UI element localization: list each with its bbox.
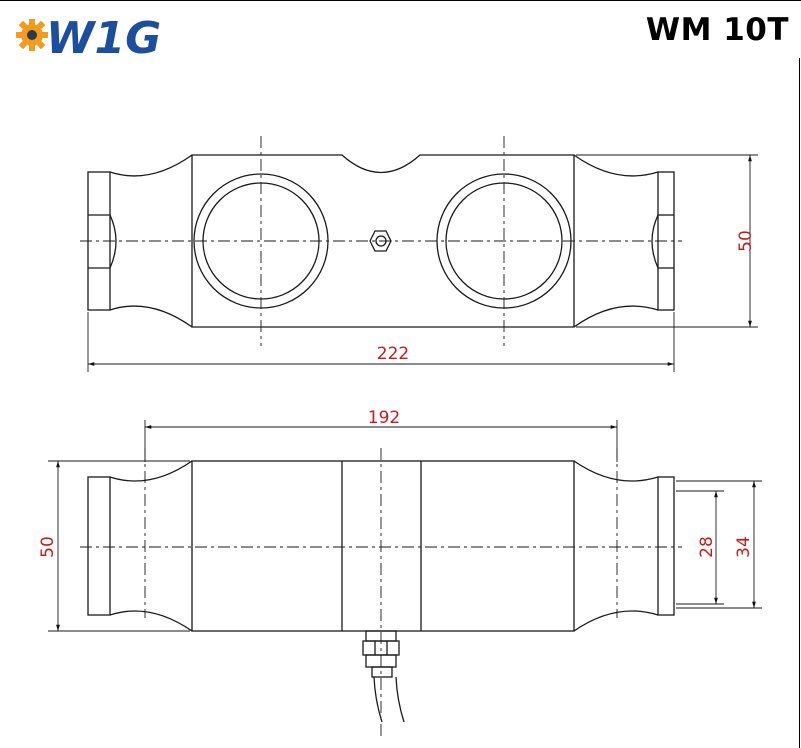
- dim-side-length: 192: [368, 408, 400, 428]
- top-view-body: [191, 154, 575, 328]
- model-title: WM 10T: [645, 12, 789, 48]
- side-view-right-neck: [573, 460, 659, 632]
- dim-side-height: 50: [38, 536, 58, 558]
- side-view-body: [191, 460, 575, 632]
- side-view: [87, 460, 675, 723]
- top-view-centerlines: [80, 136, 682, 346]
- dim-top-height: 50: [736, 230, 756, 252]
- dim-top-length: 222: [377, 344, 409, 364]
- top-view-right-neck: [573, 154, 659, 328]
- dim-end-outer: 34: [734, 536, 754, 558]
- side-view-left-plate: [87, 476, 111, 616]
- side-view-right-plate: [657, 476, 675, 616]
- logo-text: W1G: [46, 13, 161, 58]
- side-view-left-neck: [109, 460, 193, 632]
- side-view-centerlines: [80, 448, 682, 740]
- left-bore-outer: [193, 173, 329, 309]
- brand-logo: W1G: [16, 13, 161, 58]
- right-border: [799, 58, 800, 748]
- cable: [373, 676, 405, 723]
- dim-end-inner: 28: [697, 536, 717, 558]
- top-view-dimensions: [87, 154, 758, 372]
- top-border: [0, 0, 801, 1]
- side-view-dimensions: [48, 420, 762, 632]
- top-view-left-neck: [109, 154, 193, 328]
